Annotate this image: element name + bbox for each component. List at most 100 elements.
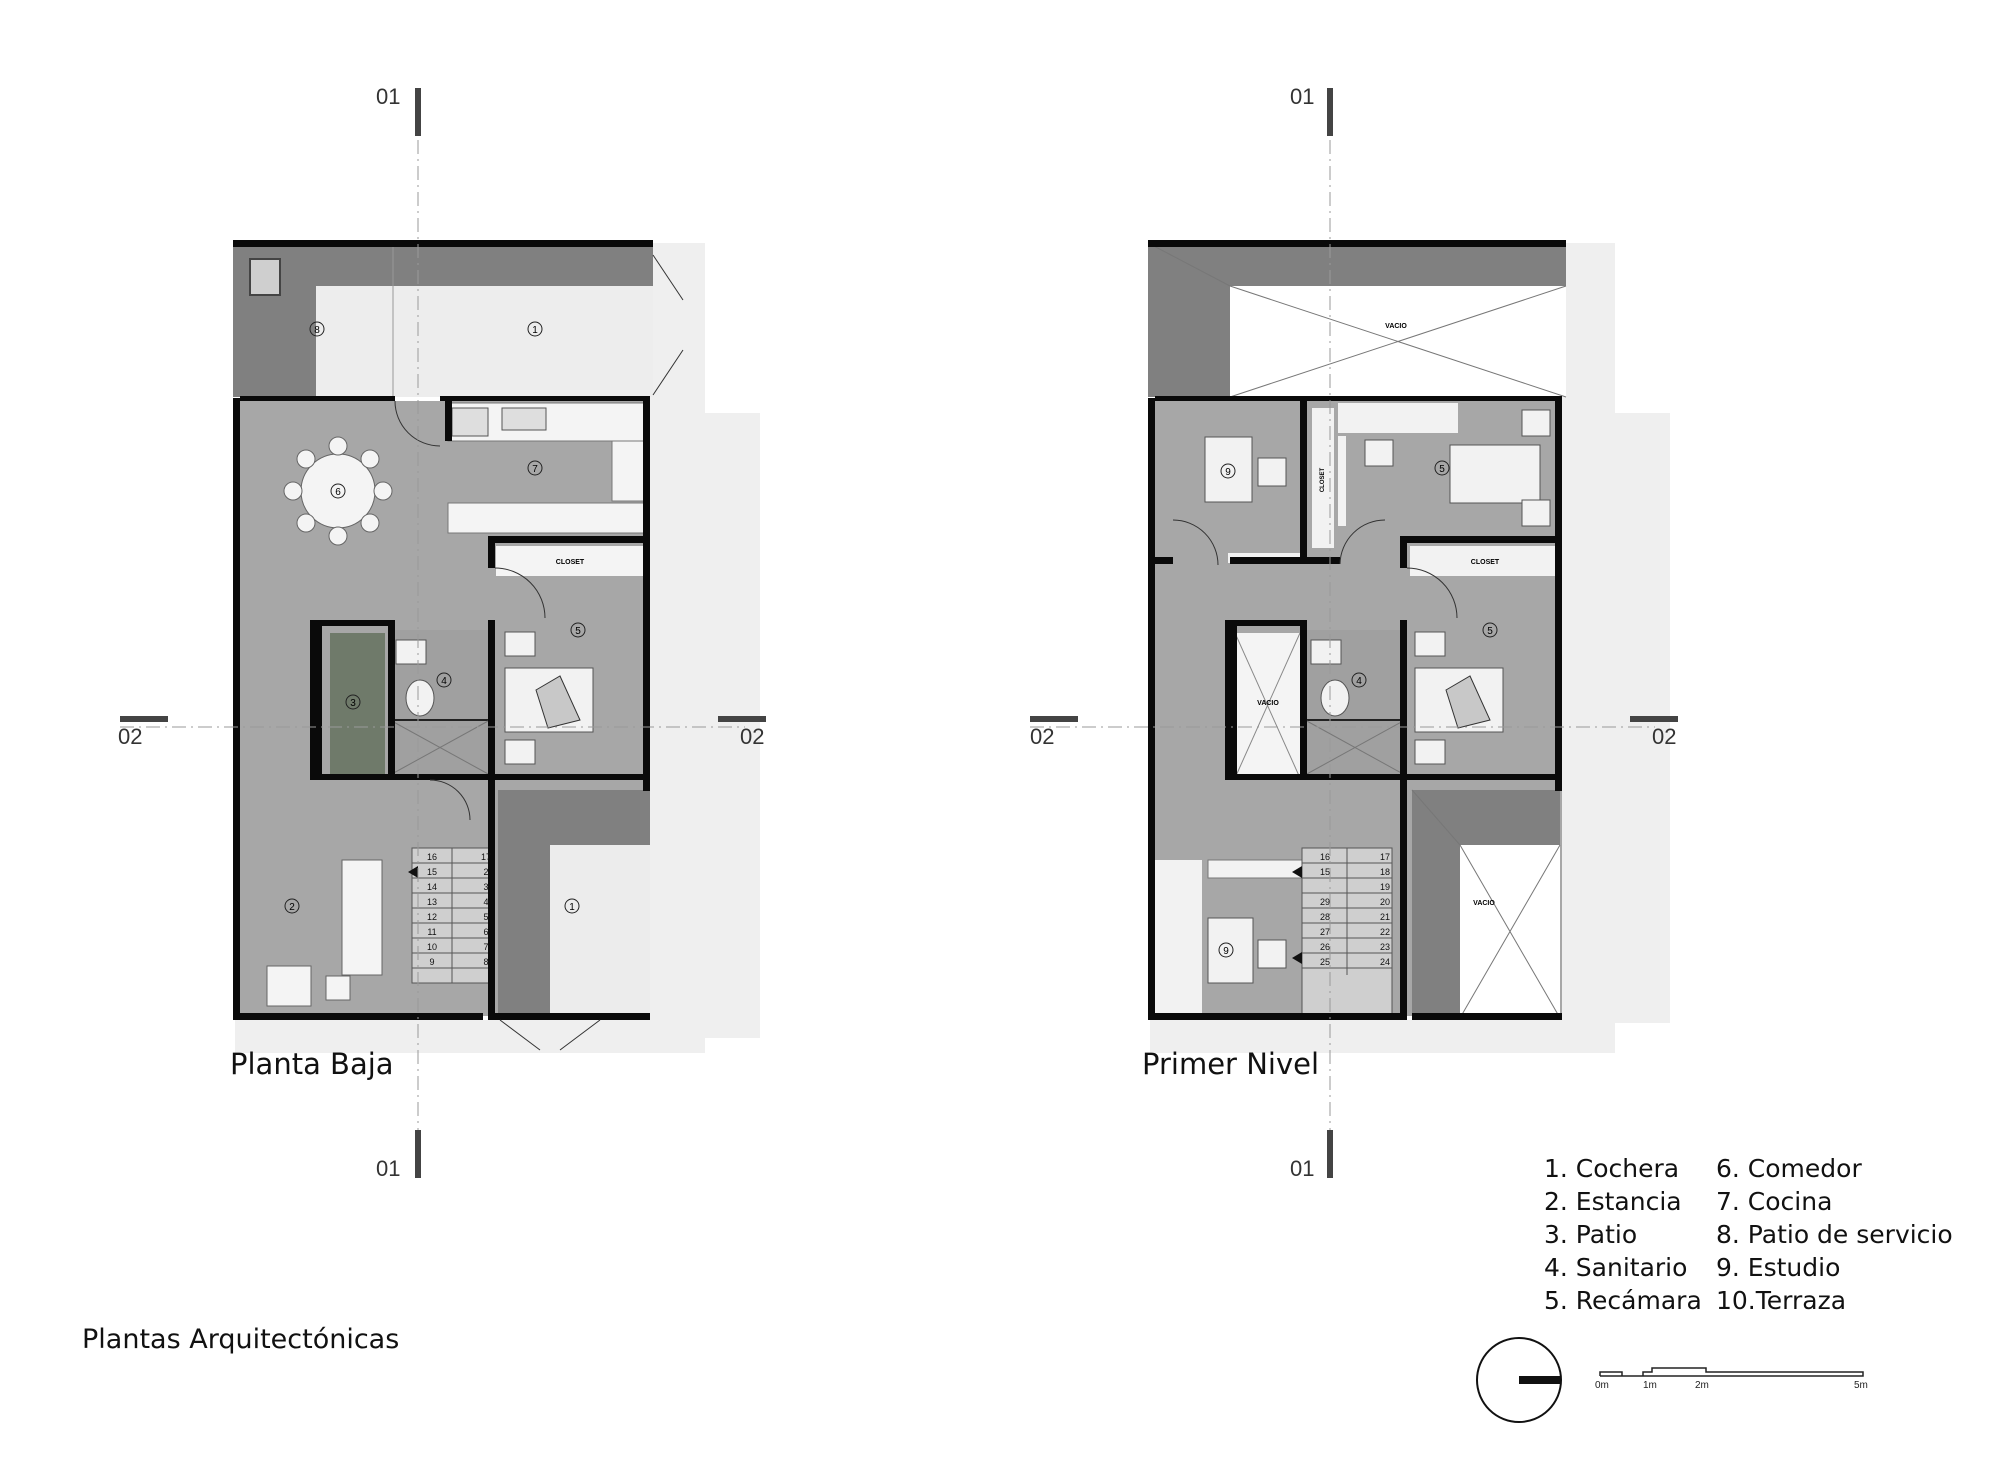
room-tag: 4 — [1356, 676, 1362, 687]
svg-text:11: 11 — [427, 927, 436, 937]
section-marker-label: 01 — [1290, 84, 1315, 109]
legend-item: 1. Cochera — [1544, 1154, 1680, 1183]
void-label: VACIO — [1385, 323, 1407, 330]
svg-text:16: 16 — [1320, 852, 1330, 862]
walls — [233, 240, 653, 1020]
svg-text:19: 19 — [1380, 882, 1390, 892]
armchair — [266, 965, 312, 1007]
stove — [611, 440, 645, 502]
svg-text:22: 22 — [1380, 927, 1390, 937]
section-axis-lines — [120, 140, 1655, 1130]
svg-text:15: 15 — [1320, 867, 1330, 877]
svg-text:14: 14 — [427, 882, 437, 892]
exterior-paving — [235, 1020, 705, 1053]
svg-text:4: 4 — [483, 897, 488, 907]
exterior-paving — [700, 413, 760, 1038]
legend-item: 3. Patio — [1544, 1220, 1638, 1249]
section-marker-label: 02 — [118, 724, 143, 749]
svg-text:13: 13 — [427, 897, 437, 907]
section-marker-label: 02 — [740, 724, 765, 749]
section-marker-label: 01 — [376, 1156, 401, 1181]
svg-text:3: 3 — [483, 882, 488, 892]
room-tag: 9 — [1225, 467, 1231, 478]
section-marker-label: 01 — [1290, 1156, 1315, 1181]
doors — [394, 254, 684, 1051]
svg-text:18: 18 — [1380, 867, 1390, 877]
stair-steps — [412, 848, 492, 983]
closet — [496, 546, 645, 576]
svg-text:26: 26 — [1320, 942, 1330, 952]
svg-text:5: 5 — [483, 912, 488, 922]
exterior-paving — [1560, 243, 1615, 1053]
svg-text:20: 20 — [1380, 897, 1390, 907]
legend-item: 9. Estudio — [1716, 1253, 1841, 1282]
section-marker-label: 01 — [376, 84, 401, 109]
legend-item: 6. Comedor — [1716, 1154, 1862, 1183]
bedroom-top-strip — [1338, 403, 1458, 433]
bed — [1449, 444, 1541, 504]
doors — [1172, 519, 1458, 619]
first-floor-plan: 9 5 9 4 5 VACIO VACIO VACIO CLOSET CLOSE… — [1148, 240, 1670, 1053]
svg-text:21: 21 — [1380, 912, 1390, 922]
section-marker-label: 02 — [1652, 724, 1677, 749]
room-tag: 1 — [532, 325, 538, 336]
chair — [1257, 457, 1287, 487]
room-tag: 2 — [289, 902, 295, 913]
closet-label: CLOSET — [1320, 468, 1326, 493]
exterior-paving — [1150, 1020, 1615, 1053]
room-tag: 1 — [569, 902, 575, 913]
closet — [1312, 408, 1334, 548]
patio-garden — [330, 633, 385, 775]
closet-label: CLOSET — [1471, 559, 1500, 566]
plan-title-first-floor: Primer Nivel — [1142, 1047, 1320, 1081]
legend-item: 5. Recámara — [1544, 1286, 1702, 1315]
void-label: VACIO — [1257, 700, 1279, 707]
room-tag: 6 — [335, 487, 341, 498]
svg-text:23: 23 — [1380, 942, 1390, 952]
chair — [1257, 939, 1287, 969]
room-tag: 4 — [441, 676, 447, 687]
stair-arrow-icon — [408, 866, 418, 878]
room-tag: 5 — [575, 626, 581, 637]
desk — [1207, 917, 1254, 984]
room-tag: 5 — [1439, 464, 1445, 475]
legend-item: 2. Estancia — [1544, 1187, 1682, 1216]
closet — [1410, 546, 1560, 576]
svg-text:17: 17 — [1380, 852, 1390, 862]
scale-label: 0m — [1595, 1380, 1609, 1391]
room-tag: 8 — [314, 325, 320, 336]
scale-bar — [1599, 1367, 1864, 1377]
svg-text:6: 6 — [483, 927, 488, 937]
legend-item: 8. Patio de servicio — [1716, 1220, 1953, 1249]
svg-text:16: 16 — [427, 852, 437, 862]
north-arrow — [1476, 1337, 1562, 1423]
legend-item: 10.Terraza — [1716, 1286, 1847, 1315]
closet-label: CLOSET — [556, 559, 585, 566]
svg-text:25: 25 — [1320, 957, 1330, 967]
room-tag: 9 — [1223, 946, 1229, 957]
page-title: Plantas Arquitectónicas — [82, 1324, 400, 1355]
section-markers — [120, 88, 1678, 1178]
svg-text:17: 17 — [481, 852, 491, 862]
walls — [1148, 240, 1566, 1020]
svg-text:7: 7 — [483, 942, 488, 952]
room-tag: 3 — [350, 698, 356, 709]
svg-text:12: 12 — [427, 912, 437, 922]
sofa — [341, 859, 383, 976]
exterior-paving — [650, 243, 705, 1053]
svg-text:8: 8 — [483, 957, 488, 967]
stair-arrow-icon — [1292, 952, 1302, 964]
room-legend: 1. Cochera 6. Comedor 2. Estancia 7. Coc… — [1544, 1153, 1956, 1316]
scale-label: 2m — [1695, 1380, 1709, 1391]
svg-text:28: 28 — [1320, 912, 1330, 922]
scale-label: 1m — [1643, 1380, 1657, 1391]
legend-item: 4. Sanitario — [1544, 1253, 1688, 1282]
scale-label: 5m — [1854, 1380, 1868, 1391]
legend-item: 7. Cocina — [1716, 1187, 1833, 1216]
svg-text:9: 9 — [429, 957, 434, 967]
desk — [1204, 436, 1253, 503]
washer — [249, 258, 281, 296]
